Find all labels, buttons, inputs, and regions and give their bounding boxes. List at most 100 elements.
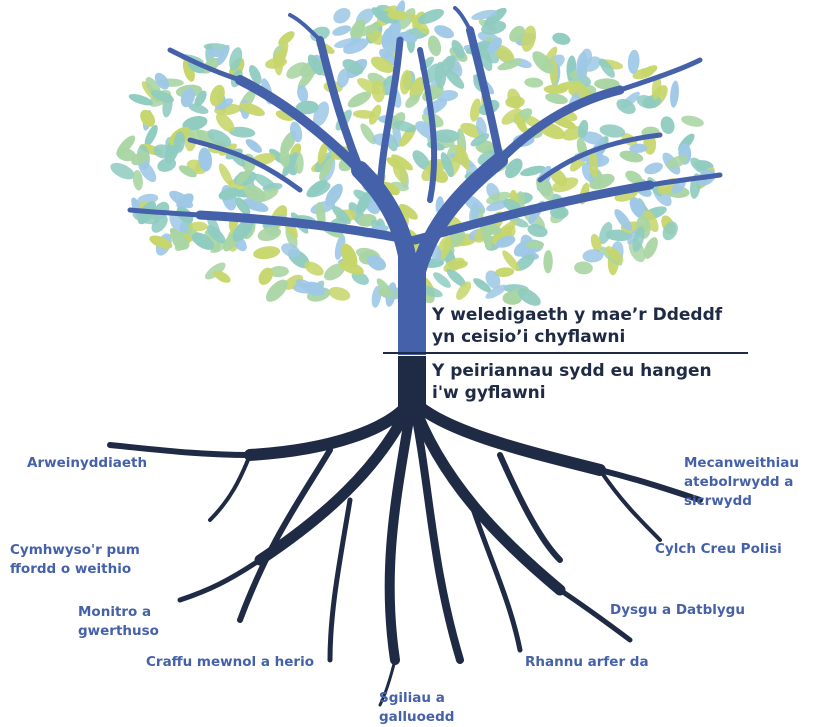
leaf — [681, 115, 704, 127]
root-label-leadership-line-1: Arweinyddiaeth — [27, 455, 148, 471]
leaf — [427, 35, 442, 57]
leaf — [381, 28, 393, 50]
leaf — [138, 159, 157, 183]
leaf — [640, 65, 658, 77]
root-label-skills-line-2: galluoedd — [379, 709, 455, 725]
root-label-monitoring-line-1: Monitro a — [78, 604, 152, 620]
leaf — [443, 257, 465, 273]
leaf — [594, 78, 620, 90]
leaf — [235, 169, 251, 186]
trunk-divider — [383, 352, 748, 354]
leaf — [625, 170, 643, 185]
leaf — [132, 169, 143, 191]
leaf — [478, 45, 493, 72]
leaf — [408, 13, 430, 35]
leaf — [189, 221, 208, 232]
leaf — [286, 62, 308, 79]
leaf — [173, 131, 186, 153]
leaf — [328, 286, 351, 301]
leaf — [304, 261, 324, 276]
leaf — [306, 181, 331, 198]
leaf — [485, 270, 501, 289]
vision-label-line-1: Y weledigaeth y mae’r Ddeddf — [432, 305, 723, 325]
leaf — [239, 102, 265, 117]
leaf — [476, 116, 487, 138]
leaf — [334, 37, 361, 48]
leaf — [249, 65, 262, 85]
leaf — [290, 121, 303, 143]
leaf — [253, 246, 281, 260]
leaf — [265, 57, 287, 69]
leaf — [662, 221, 678, 241]
tree-canopy-leaves — [110, 0, 716, 308]
leaf — [140, 109, 156, 127]
leaf — [497, 59, 522, 71]
leaf — [509, 25, 525, 43]
mechanisms-label-line-1: Y peiriannau sydd eu hangen — [432, 361, 712, 381]
leaf — [643, 210, 659, 233]
leaf — [660, 116, 675, 135]
leaf — [258, 267, 274, 285]
leaf — [481, 20, 507, 35]
leaf — [670, 80, 679, 108]
leaf — [314, 152, 334, 173]
leaf — [149, 235, 173, 249]
leaf — [297, 84, 309, 103]
leaf — [376, 278, 394, 298]
leaf — [470, 133, 490, 147]
leaf — [392, 120, 417, 133]
leaf — [588, 151, 599, 178]
leaf — [371, 79, 385, 103]
leaf — [643, 237, 658, 259]
leaf — [128, 94, 153, 106]
leaf — [325, 183, 343, 207]
leaf — [191, 232, 215, 250]
leaf — [545, 93, 568, 105]
leaf — [577, 119, 589, 139]
leaf — [209, 84, 225, 107]
leaf — [517, 288, 541, 306]
leaf — [502, 250, 520, 272]
leaf — [532, 51, 554, 74]
leaf — [366, 255, 387, 271]
root-label-scrutiny-line-1: Craffu mewnol a herio — [146, 654, 314, 670]
leaf — [198, 147, 213, 172]
root-label-learning: Dysgu a Datblygu — [610, 601, 745, 620]
leaf — [543, 250, 553, 274]
leaf — [178, 165, 197, 178]
root-label-five-ways-line-2: ffordd o weithio — [10, 561, 132, 577]
leaf — [527, 224, 548, 238]
root-label-sharing: Rhannu arfer da — [525, 653, 649, 672]
leaf — [552, 32, 571, 45]
leaf — [180, 88, 196, 108]
leaf — [501, 108, 522, 125]
leaf — [343, 38, 369, 54]
leaf — [380, 181, 400, 196]
root-label-leadership: Arweinyddiaeth — [27, 454, 147, 473]
root-label-monitoring-line-2: gwerthuso — [78, 623, 159, 639]
leaf — [614, 209, 633, 231]
leaf — [432, 129, 460, 143]
leaf — [368, 104, 382, 125]
leaf — [399, 69, 412, 95]
leaf — [433, 272, 451, 288]
leaf — [360, 123, 377, 145]
leaf — [494, 267, 515, 277]
leaf — [150, 90, 175, 103]
leaf — [356, 191, 371, 214]
leaf — [550, 205, 569, 219]
leaf — [331, 205, 351, 225]
leaf — [520, 165, 546, 177]
leaf — [521, 25, 537, 52]
leaf — [627, 49, 640, 74]
leaf — [370, 56, 394, 73]
leaf — [351, 271, 369, 285]
leaf — [582, 249, 604, 263]
tree-roots — [107, 394, 703, 707]
leaf — [514, 113, 527, 133]
leaf — [505, 158, 523, 179]
leaf — [581, 131, 605, 145]
leaf — [110, 162, 135, 180]
leaf — [505, 95, 525, 109]
